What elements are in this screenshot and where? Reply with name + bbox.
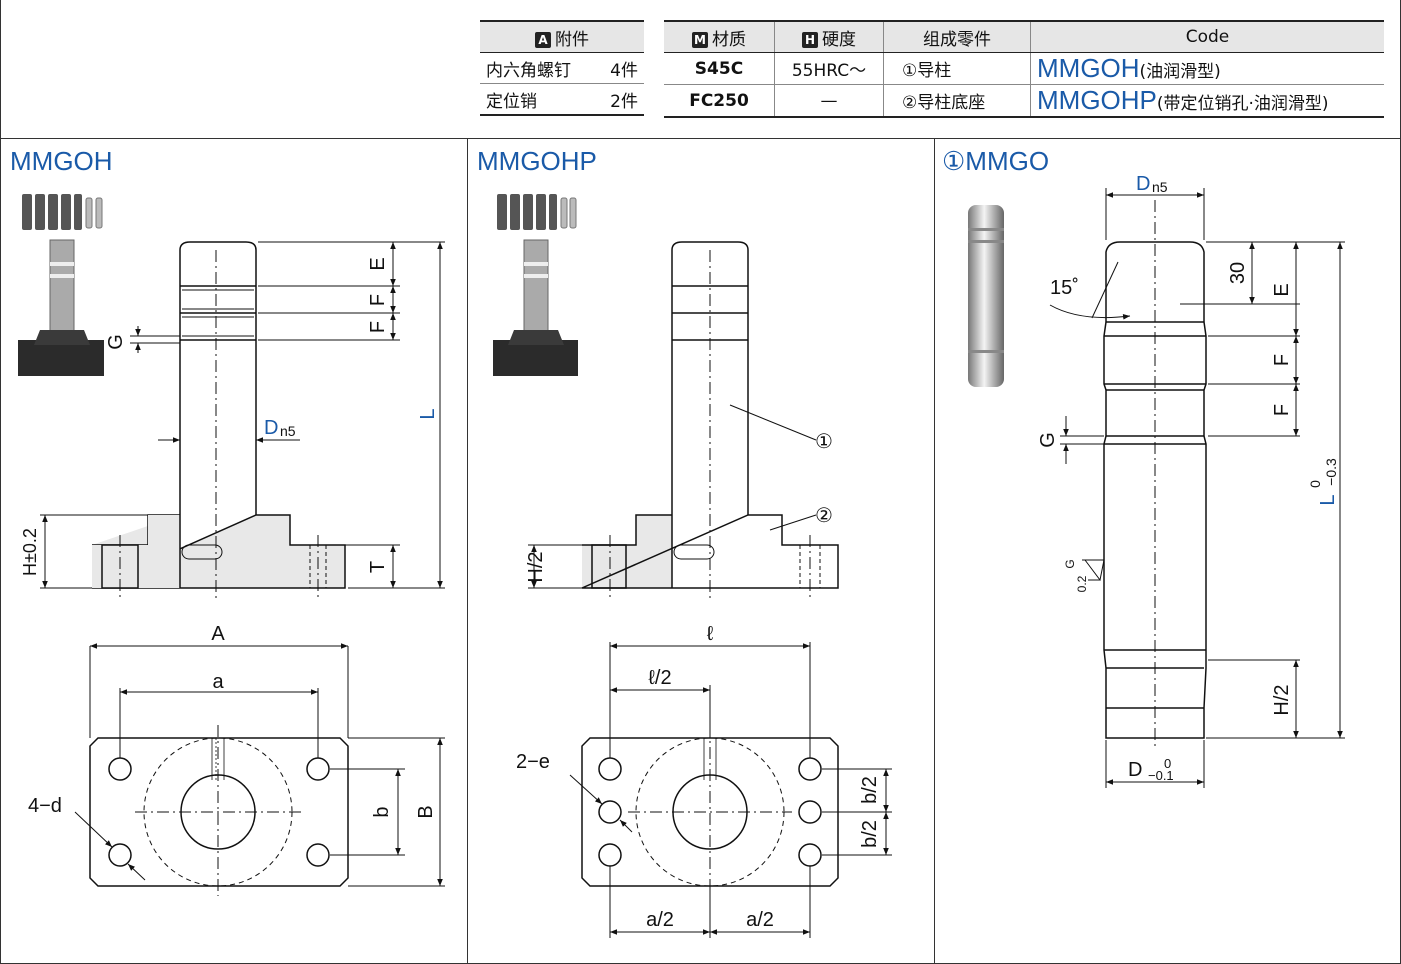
dim-b-upper: B	[415, 805, 437, 818]
dim-a: a	[212, 671, 224, 693]
dim-g: G	[105, 334, 127, 350]
badge-a: A	[535, 31, 551, 48]
dim-d: D	[264, 417, 278, 439]
dim-l: L	[1317, 494, 1339, 505]
code-cell: MMGOHP(带定位销孔·油润滑型)	[1030, 84, 1384, 118]
dim-b-half: b/2	[859, 820, 881, 848]
dim-g: G	[1037, 432, 1059, 448]
mmgo-dimensions	[1049, 188, 1345, 788]
mmgoh-top-labels: A a 4−d b B	[28, 623, 437, 819]
mmgoh-dimensions	[40, 241, 445, 589]
dim-f: F	[1271, 404, 1293, 416]
dim-h-half: H/2	[1271, 684, 1293, 715]
part-cell: ②导柱底座	[883, 84, 1031, 118]
dim-h: H±0.2	[20, 528, 40, 576]
mmgoh-top-dims	[74, 643, 445, 887]
accessory-name: 定位销	[480, 83, 597, 116]
dim-h-half: H/2	[525, 551, 547, 582]
dim-e: E	[367, 257, 389, 270]
dim-a-upper: A	[211, 623, 225, 645]
accessory-qty: 4件	[596, 52, 644, 84]
mmgohp-photo	[493, 194, 578, 376]
mmgoh-side-view	[91, 241, 346, 600]
mmgoh-top-view	[89, 725, 349, 896]
dim-f: F	[1271, 354, 1293, 366]
header-code: Code	[1030, 20, 1384, 53]
roughness-value: 0.2	[1075, 575, 1089, 592]
material-cell: S45C	[664, 52, 775, 85]
roughness-symbol-g: G	[1063, 559, 1077, 568]
part-cell: ①导柱	[883, 52, 1031, 85]
dim-l-tol-lower: −0.3	[1323, 458, 1339, 486]
mmgohp-top-dims	[569, 642, 892, 938]
mmgoh-photo	[18, 194, 104, 376]
mmgohp-side-view	[581, 241, 839, 600]
dim-l-tol-upper: 0	[1307, 480, 1323, 488]
dim-ell: ℓ	[707, 623, 714, 645]
dim-4d: 4−d	[28, 795, 62, 817]
dim-15deg: 15˚	[1050, 277, 1079, 299]
dim-d-bottom: D	[1128, 759, 1142, 781]
dim-d-tol-upper: 0	[1164, 756, 1171, 771]
pin-icon	[85, 197, 103, 229]
code-cell: MMGOH(油润滑型)	[1030, 52, 1384, 85]
pin-icon	[560, 197, 577, 229]
dim-n5: n5	[1152, 179, 1168, 195]
mmgohp-top-view	[581, 725, 839, 896]
dim-f: F	[367, 321, 389, 333]
dim-l: L	[417, 408, 439, 419]
callout-2: ②	[815, 505, 833, 527]
dim-t: T	[367, 561, 389, 573]
hardness-cell: —	[774, 84, 884, 118]
dim-ell-half: ℓ/2	[648, 667, 671, 689]
accessory-qty: 2件	[596, 83, 644, 116]
dim-b-half: b/2	[859, 776, 881, 804]
panel-title-mmgoh: MMGOH	[10, 146, 113, 176]
panel-title-mmgo: ①MMGO	[942, 146, 1050, 176]
mmgohp-top-labels: ℓ ℓ/2 2−e b/2 b/2 a/2 a/2	[516, 623, 881, 931]
dim-30: 30	[1227, 262, 1249, 284]
mmgo-photo	[968, 205, 1004, 387]
mmgohp-side-dims	[528, 544, 582, 589]
dim-a-half: a/2	[746, 909, 774, 931]
mmgohp-side-labels: ① ② H/2	[525, 431, 833, 583]
mmgoh-side-labels: E F F G L D n5 H±0.2 T	[20, 257, 439, 576]
mmgo-labels: D n5 30 15˚ E F F G L 0 −0.3 G 0.2 H/2 D…	[1037, 173, 1339, 783]
screw-icon	[22, 194, 82, 230]
dim-a-half: a/2	[646, 909, 674, 931]
dim-d-tol-lower: −0.1	[1148, 768, 1174, 783]
dim-2e: 2−e	[516, 751, 550, 773]
panel-title-mmgohp: MMGOHP	[477, 146, 597, 176]
dim-d: D	[1136, 173, 1150, 195]
screw-icon	[497, 194, 557, 230]
callout-1: ①	[815, 431, 833, 453]
hardness-cell: 55HRC～	[774, 52, 884, 85]
dim-n5: n5	[280, 423, 296, 439]
dim-b: b	[371, 806, 393, 817]
mmgo-side-view	[1103, 200, 1207, 750]
accessory-name: 内六角螺钉	[480, 52, 597, 84]
header-part: 组成零件	[883, 20, 1031, 53]
dim-f: F	[367, 294, 389, 306]
dim-e: E	[1271, 283, 1293, 296]
material-cell: FC250	[664, 84, 775, 118]
